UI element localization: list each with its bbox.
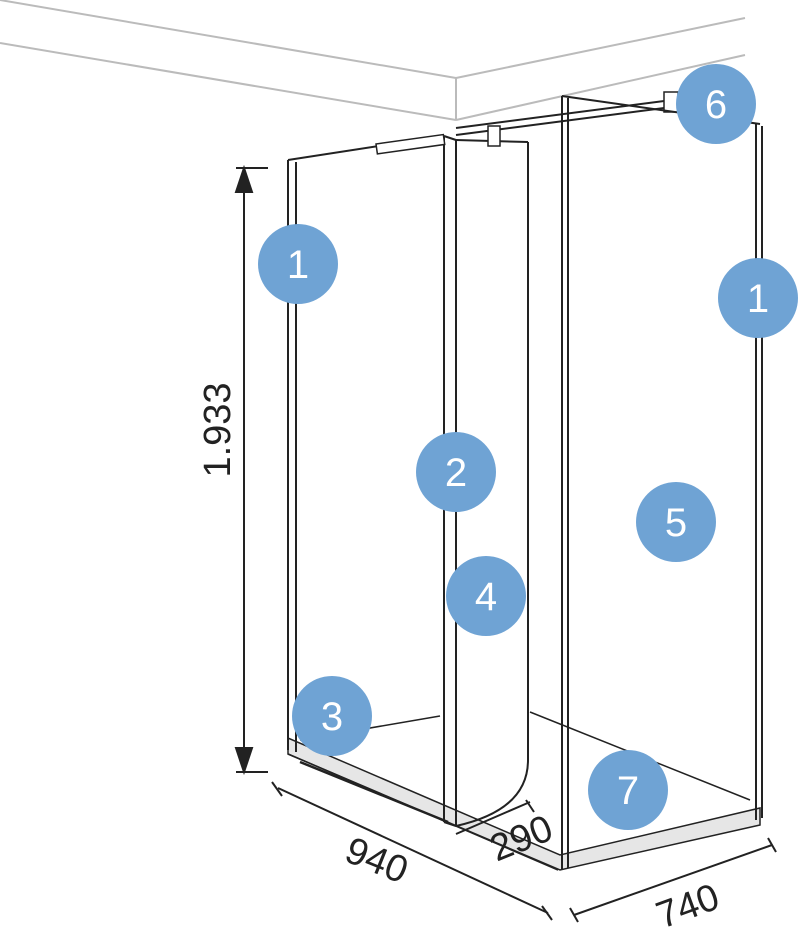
right-fixed-panel (561, 95, 763, 870)
width-dimension-label: 940 (339, 830, 414, 893)
marker-1-left: 1 (258, 224, 338, 304)
height-dimension (234, 164, 268, 776)
marker-label: 6 (705, 83, 727, 127)
marker-6: 6 (676, 64, 756, 144)
marker-label: 1 (747, 277, 769, 321)
marker-label: 2 (445, 451, 467, 495)
marker-label: 4 (475, 575, 497, 619)
marker-7: 7 (588, 750, 668, 830)
ceiling (0, 0, 746, 121)
marker-1-right: 1 (718, 258, 798, 338)
marker-label: 7 (617, 769, 639, 813)
marker-2: 2 (416, 432, 496, 512)
door-swing-dimension (455, 799, 535, 835)
width-dimension (271, 781, 553, 921)
depth-dimension (569, 837, 777, 923)
marker-label: 5 (665, 501, 687, 545)
marker-5: 5 (636, 482, 716, 562)
marker-label: 3 (321, 695, 343, 739)
height-dimension-label: 1.933 (197, 382, 239, 477)
marker-4: 4 (446, 556, 526, 636)
marker-3: 3 (292, 676, 372, 756)
marker-label: 1 (287, 243, 309, 287)
top-wall-profile (375, 133, 446, 155)
